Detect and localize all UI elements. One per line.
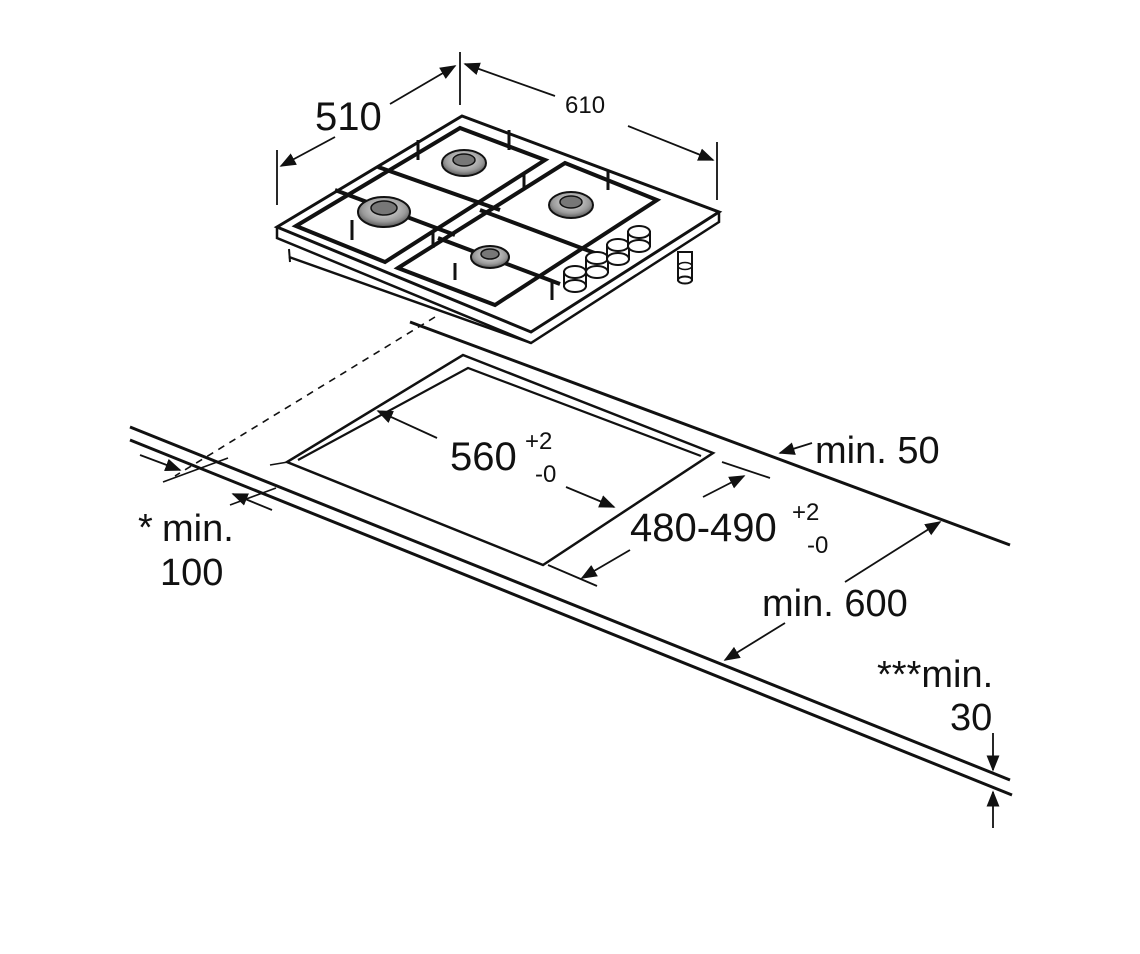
worktop (129, 320, 1013, 797)
cutout (269, 353, 716, 567)
burner-front-right (470, 245, 510, 269)
dimension-min-50: min. 50 (778, 430, 940, 472)
knob (627, 225, 651, 253)
label-min-100-value: 100 (160, 552, 223, 594)
label-560: 560 (450, 435, 517, 479)
gas-hob (273, 114, 723, 345)
gas-connector (677, 251, 693, 285)
label-min-100-star: * (138, 507, 153, 549)
label-610: 610 (565, 92, 605, 119)
label-min-30-label: ***min. (877, 654, 993, 696)
knob (606, 238, 630, 266)
label-560-tol-plus: +2 (525, 428, 552, 455)
dimension-min-100: * min. 100 (138, 454, 277, 594)
burner-rear-right (548, 191, 594, 219)
dimension-480-490: 480-490 +2 -0 (547, 461, 828, 587)
pan-support-right (393, 160, 662, 308)
control-knobs (563, 225, 651, 293)
pan-support-left (291, 125, 550, 265)
alignment-guide (174, 316, 436, 477)
label-480-490-tol-plus: +2 (792, 499, 819, 526)
dimension-610: 610 (463, 62, 718, 200)
label-480-490: 480-490 (630, 506, 777, 550)
label-min-600: min. 600 (762, 583, 908, 625)
burner-front-left (357, 196, 411, 228)
label-min-30-value: 30 (950, 697, 992, 739)
label-510: 510 (315, 95, 382, 139)
dimension-510: 510 (276, 52, 461, 205)
label-min-100-label: min. (162, 508, 234, 550)
burner-rear-left (441, 149, 487, 177)
label-480-490-tol-minus: -0 (807, 532, 828, 559)
dimension-min-30: ***min. 30 (877, 654, 1000, 828)
knob (563, 265, 587, 293)
knob (585, 251, 609, 279)
dimension-560: 560 +2 -0 (376, 410, 616, 508)
label-560-tol-minus: -0 (535, 461, 556, 488)
dimension-min-600: min. 600 (723, 521, 942, 661)
label-min-50: min. 50 (815, 430, 940, 472)
